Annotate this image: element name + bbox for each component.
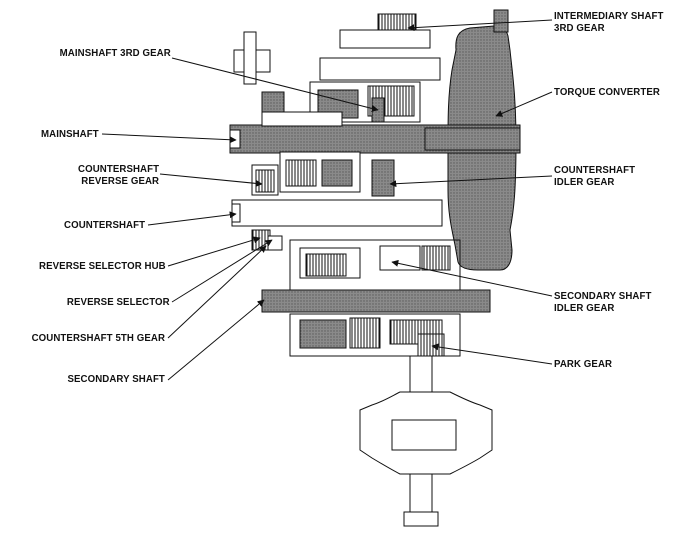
secondary-shaft-idler-gear-shape — [379, 245, 421, 271]
secondary-upper-plates — [305, 253, 347, 277]
secondary-lower-plates — [299, 319, 347, 349]
leader-secondary-shaft — [167, 299, 265, 381]
secondary-lower-pack — [289, 313, 461, 357]
label-line: SECONDARY SHAFT — [67, 373, 165, 385]
label-line: MAINSHAFT — [41, 128, 99, 140]
leader-secondary-shaft-idler-gear — [391, 259, 553, 297]
label-reverse-selector: REVERSE SELECTOR — [67, 296, 170, 308]
differential-housing — [359, 391, 493, 475]
label-line: COUNTERSHAFT — [554, 164, 636, 176]
label-mainshaft-3rd-gear: MAINSHAFT 3RD GEAR — [60, 47, 171, 59]
leader-mainshaft-3rd-gear — [171, 57, 379, 112]
mainshaft-clutch-plates-2 — [321, 159, 353, 187]
label-countershaft-5th-gear: COUNTERSHAFT 5TH GEAR — [32, 332, 165, 344]
label-line: COUNTERSHAFT — [63, 219, 145, 231]
secondary-idler-teeth — [421, 245, 451, 271]
label-line: REVERSE GEAR — [81, 175, 159, 187]
differential-inner — [391, 419, 457, 451]
label-line: IDLER GEAR — [554, 176, 615, 188]
mainshaft-clutch-plates — [285, 159, 317, 187]
leader-countershaft-5th-gear — [167, 245, 267, 339]
label-countershaft: COUNTERSHAFT — [64, 219, 145, 231]
label-line: INTERMEDIARY SHAFT — [554, 10, 664, 22]
label-line: COUNTERSHAFT — [77, 163, 159, 175]
countershaft-5th-gear-shape — [349, 317, 381, 349]
leader-countershaft-idler-gear — [389, 175, 553, 188]
label-line: COUNTERSHAFT 5TH GEAR — [31, 332, 165, 344]
leader-reverse-selector-hub — [167, 236, 261, 267]
leader-intermediary-shaft-3rd-gear — [407, 19, 553, 32]
label-mainshaft: MAINSHAFT — [41, 128, 99, 140]
countershaft-idler-gear-shape — [371, 159, 395, 197]
differential-lower-neck — [409, 473, 433, 515]
mainshaft-converter-stub — [424, 127, 521, 151]
label-line: MAINSHAFT 3RD GEAR — [59, 47, 171, 59]
label-secondary-shaft: SECONDARY SHAFT — [68, 373, 165, 385]
label-line: TORQUE CONVERTER — [554, 86, 660, 98]
differential-upper-neck — [409, 355, 433, 393]
label-secondary-shaft-idler-gear: SECONDARY SHAFT IDLER GEAR — [554, 290, 651, 314]
differential-foot — [403, 511, 439, 527]
leader-torque-converter — [495, 91, 553, 117]
label-line: IDLER GEAR — [554, 302, 615, 314]
reverse-selector-shape — [267, 235, 283, 251]
label-countershaft-reverse-gear: COUNTERSHAFT REVERSE GEAR — [78, 163, 159, 187]
leader-countershaft — [147, 211, 237, 226]
leader-countershaft-reverse-gear — [159, 173, 263, 187]
label-intermediary-shaft-3rd-gear: INTERMEDIARY SHAFT 3RD GEAR — [554, 10, 664, 34]
leader-mainshaft — [101, 133, 237, 144]
label-line: SECONDARY SHAFT — [554, 290, 652, 302]
intermediary-clutch-top — [339, 29, 431, 49]
label-reverse-selector-hub: REVERSE SELECTOR HUB — [39, 260, 166, 272]
park-gear-shape — [417, 333, 445, 357]
label-line: 3RD GEAR — [554, 22, 605, 34]
countershaft-tip — [231, 203, 241, 223]
intermediary-shaft — [319, 57, 441, 81]
leader-park-gear — [431, 343, 553, 365]
leader-reverse-selector — [171, 239, 273, 303]
label-line: REVERSE SELECTOR — [67, 296, 170, 308]
label-line: PARK GEAR — [554, 358, 613, 370]
countershaft-body — [231, 199, 443, 227]
mainshaft-tip — [229, 129, 241, 149]
label-park-gear: PARK GEAR — [554, 358, 612, 370]
label-torque-converter: TORQUE CONVERTER — [554, 86, 660, 98]
label-countershaft-idler-gear: COUNTERSHAFT IDLER GEAR — [554, 164, 635, 188]
torque-converter-hub — [493, 9, 509, 33]
secondary-shaft-body — [261, 289, 491, 313]
top-left-gear-teeth — [261, 91, 285, 113]
label-line: REVERSE SELECTOR HUB — [39, 260, 166, 272]
upper-clutch-drum — [309, 81, 421, 123]
top-left-gear-hub — [243, 31, 257, 85]
mainshaft-gear-pack — [261, 111, 343, 127]
countershaft-reverse-teeth — [255, 169, 275, 193]
